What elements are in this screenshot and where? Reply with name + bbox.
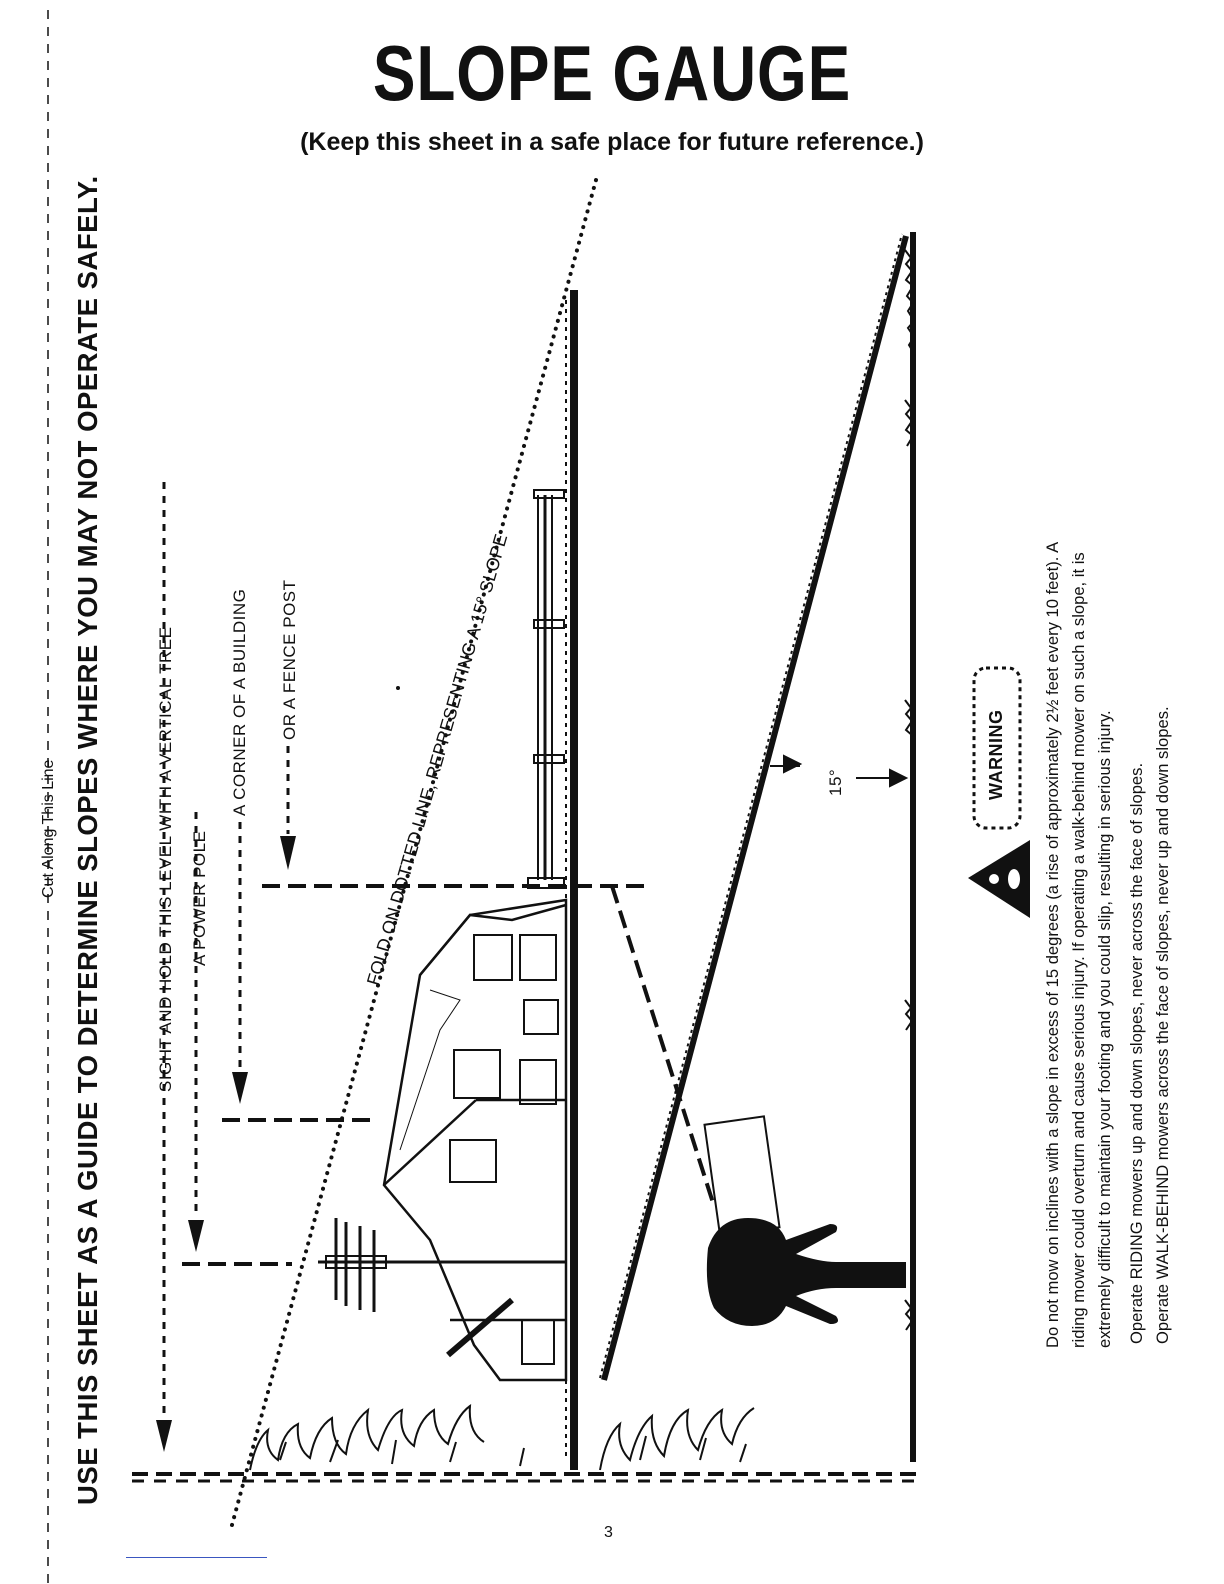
warning-line-2: riding mower could overturn and cause se… <box>1066 542 1092 1348</box>
warning-triangle-icon <box>968 840 1030 918</box>
warning-line-3: extremely difficult to maintain your foo… <box>1092 542 1118 1348</box>
footer-rule <box>126 1557 267 1558</box>
person-silhouette <box>704 1116 906 1326</box>
label-power-pole: A POWER POLE <box>190 831 210 966</box>
building <box>384 900 566 1380</box>
label-angle: 15° <box>826 769 846 796</box>
fence <box>528 490 564 888</box>
warning-paragraph: Do not mow on inclines with a slope in e… <box>1040 542 1118 1348</box>
main-instruction: USE THIS SHEET AS A GUIDE TO DETERMINE S… <box>72 175 104 1505</box>
label-sight-level: SIGHT AND HOLD THIS LEVEL WITH A VERTICA… <box>156 627 176 1092</box>
cut-line-label: Cut Along This Line <box>40 760 58 898</box>
vertical-ground-line <box>905 232 916 1462</box>
warning-line-1: Do not mow on inclines with a slope in e… <box>1040 542 1066 1348</box>
rule-walk-behind: Operate WALK-BEHIND mowers across the fa… <box>1150 706 1176 1344</box>
label-fence-post: OR A FENCE POST <box>280 579 300 740</box>
page-number: 3 <box>604 1524 613 1542</box>
shrubs <box>250 1406 754 1470</box>
power-pole <box>318 1218 566 1312</box>
label-building-corner: A CORNER OF A BUILDING <box>230 589 250 816</box>
warning-operating-rules: Operate RIDING mowers up and down slopes… <box>1124 706 1176 1344</box>
rule-riding: Operate RIDING mowers up and down slopes… <box>1124 706 1150 1344</box>
warning-badge-label: WARNING <box>986 710 1007 801</box>
